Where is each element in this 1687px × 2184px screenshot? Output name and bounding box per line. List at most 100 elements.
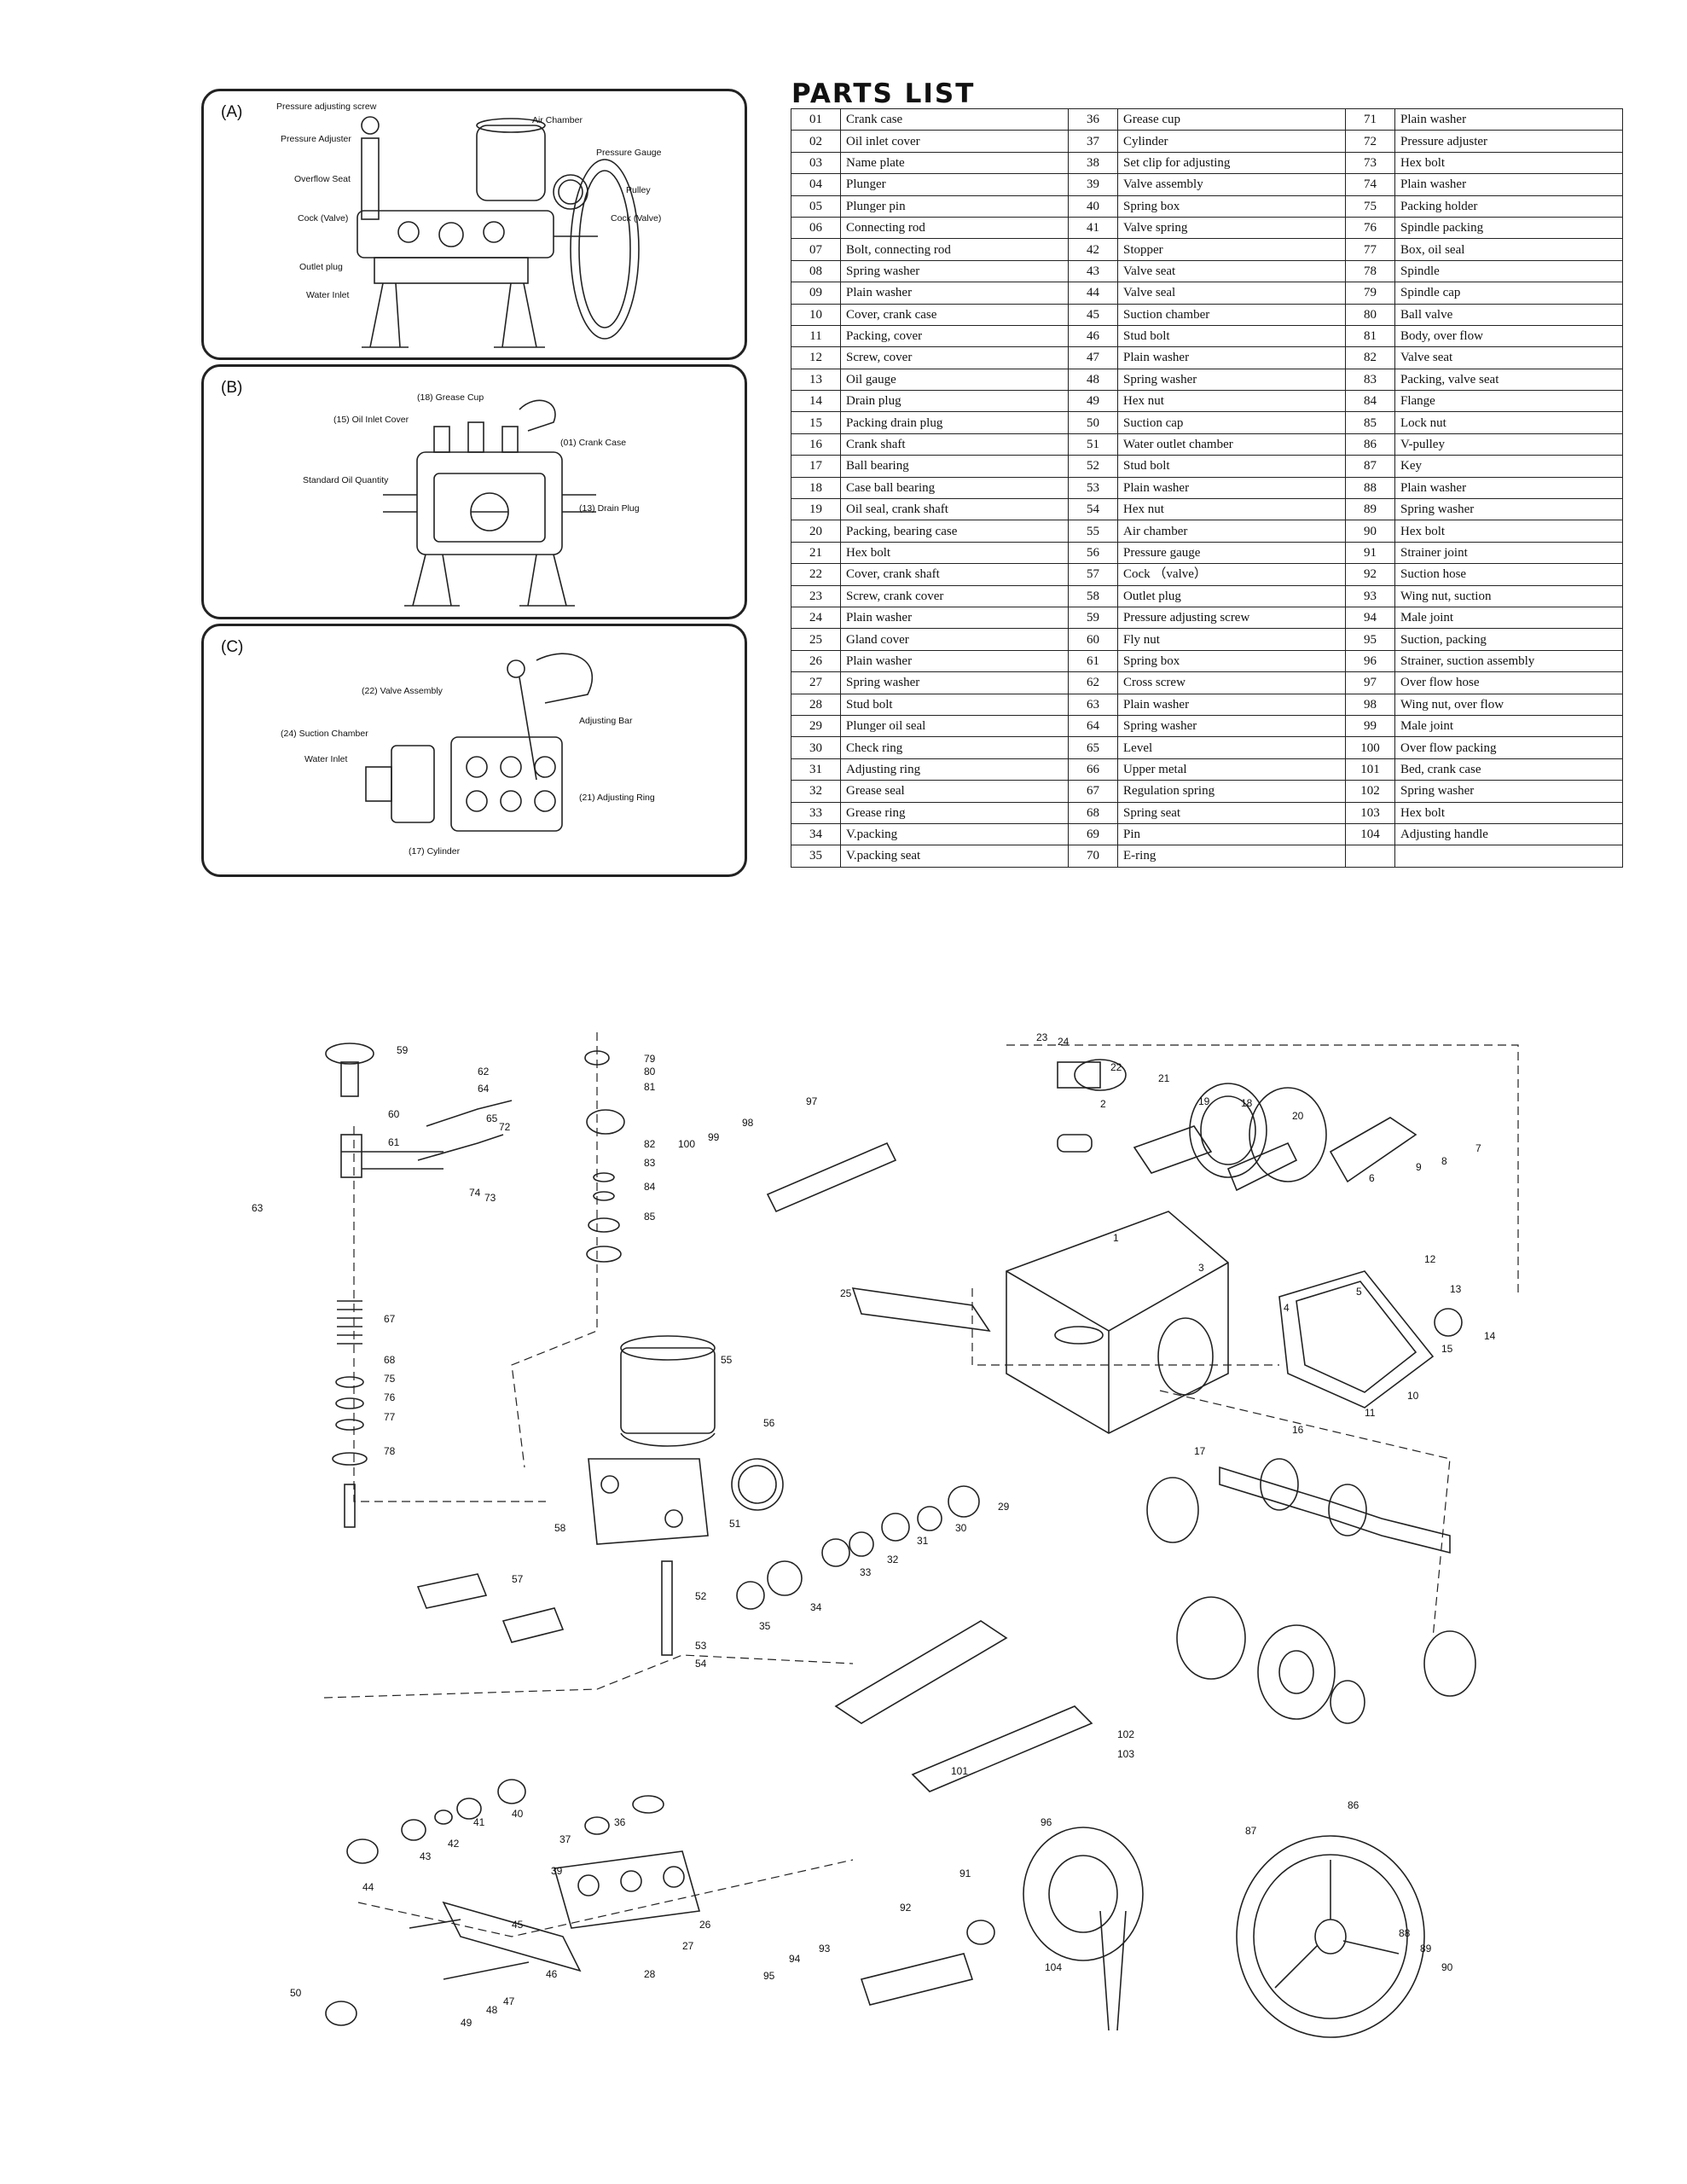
part-name-cell: Spring washer (840, 259, 1069, 283)
part-callout: 52 (695, 1590, 707, 1602)
part-name-cell: Plain washer (1394, 107, 1623, 131)
part-callout: 83 (644, 1157, 656, 1169)
part-callout: 51 (729, 1518, 741, 1530)
part-name-cell: Crank case (840, 107, 1069, 131)
part-number-cell: 66 (1068, 758, 1118, 781)
part-name-cell: Oil seal, crank shaft (840, 498, 1069, 521)
part-number-cell: 13 (791, 368, 841, 392)
part-name-cell: Hex nut (1117, 498, 1346, 521)
part-callout: 16 (1292, 1424, 1304, 1436)
part-number-cell: 69 (1068, 822, 1118, 846)
part-callout: 93 (819, 1943, 831, 1955)
part-number-cell: 22 (791, 563, 841, 586)
part-callout: 18 (1241, 1097, 1253, 1109)
part-name-cell: Spindle packing (1394, 216, 1623, 240)
part-number-cell: 18 (791, 476, 841, 500)
part-callout: 29 (998, 1501, 1010, 1513)
part-number-cell: 36 (1068, 107, 1118, 131)
part-callout: 45 (512, 1919, 524, 1931)
part-callout: 92 (900, 1902, 912, 1914)
part-name-cell: Spring box (1117, 195, 1346, 218)
part-name-cell: Cover, crank case (840, 303, 1069, 326)
label-crank-case: (01) Crank Case (560, 438, 627, 448)
part-callout: 46 (546, 1968, 558, 1980)
part-number-cell: 19 (791, 498, 841, 521)
part-callout: 17 (1194, 1445, 1206, 1457)
part-name-cell: Grease ring (840, 801, 1069, 824)
part-name-cell: Gland cover (840, 628, 1069, 651)
part-number-cell: 99 (1345, 714, 1395, 738)
part-number-cell: 57 (1068, 563, 1118, 586)
part-name-cell: V.packing seat (840, 845, 1069, 868)
part-callout: 22 (1110, 1061, 1122, 1073)
part-number-cell: 38 (1068, 151, 1118, 175)
part-number-cell: 101 (1345, 758, 1395, 781)
part-name-cell: Bolt, connecting rod (840, 238, 1069, 261)
part-number-cell: 27 (791, 671, 841, 694)
part-callout: 36 (614, 1816, 626, 1828)
label-suction-chamber: (24) Suction Chamber (281, 729, 368, 739)
part-name-cell: Outlet plug (1117, 584, 1346, 607)
part-number-cell: 43 (1068, 259, 1118, 283)
part-callout: 11 (1365, 1407, 1376, 1419)
part-number-cell: 54 (1068, 498, 1118, 521)
part-number-cell: 20 (791, 520, 841, 543)
part-name-cell: Case ball bearing (840, 476, 1069, 500)
part-name-cell: Strainer, suction assembly (1394, 649, 1623, 673)
part-number-cell: 16 (791, 433, 841, 456)
part-callout: 6 (1369, 1172, 1375, 1184)
part-name-cell: Wing nut, over flow (1394, 693, 1623, 716)
part-number-cell: 94 (1345, 606, 1395, 630)
part-callout: 56 (763, 1417, 775, 1429)
part-number-cell: 48 (1068, 368, 1118, 392)
part-number-cell: 102 (1345, 780, 1395, 803)
part-callout: 53 (695, 1640, 707, 1652)
part-number-cell: 24 (791, 606, 841, 630)
part-callout: 76 (384, 1391, 396, 1403)
part-number-cell: 21 (791, 541, 841, 565)
label-cock-left: Cock (Valve) (298, 213, 349, 224)
part-name-cell: Cylinder (1117, 130, 1346, 153)
part-callout: 72 (499, 1121, 511, 1133)
part-number-cell: 42 (1068, 238, 1118, 261)
part-callout: 34 (810, 1601, 822, 1613)
part-name-cell: Cross screw (1117, 671, 1346, 694)
part-number-cell: 41 (1068, 216, 1118, 240)
part-number-cell: 97 (1345, 671, 1395, 694)
part-name-cell: Spindle (1394, 259, 1623, 283)
part-name-cell: Strainer joint (1394, 541, 1623, 565)
part-number-cell: 71 (1345, 107, 1395, 131)
part-name-cell: Male joint (1394, 714, 1623, 738)
part-number-cell: 01 (791, 107, 841, 131)
part-callout: 77 (384, 1411, 396, 1423)
part-name-cell: V.packing (840, 822, 1069, 846)
part-callout: 54 (695, 1658, 707, 1670)
part-callout: 35 (759, 1620, 771, 1632)
part-number-cell: 67 (1068, 780, 1118, 803)
part-callout: 65 (486, 1112, 498, 1124)
part-number-cell: 88 (1345, 476, 1395, 500)
part-name-cell: Spindle cap (1394, 282, 1623, 305)
part-number-cell: 90 (1345, 520, 1395, 543)
part-name-cell: Lock nut (1394, 411, 1623, 434)
part-callout: 99 (708, 1131, 720, 1143)
part-callout: 8 (1441, 1155, 1447, 1167)
part-name-cell: Plain washer (1394, 476, 1623, 500)
part-number-cell: 96 (1345, 649, 1395, 673)
part-callout: 95 (763, 1970, 775, 1982)
part-name-cell: Plain washer (1117, 346, 1346, 369)
part-callout: 59 (397, 1044, 409, 1056)
part-callout: 7 (1475, 1142, 1481, 1154)
part-callout: 21 (1158, 1072, 1170, 1084)
part-callout: 44 (362, 1881, 374, 1893)
part-name-cell: Plain washer (1117, 693, 1346, 716)
part-name-cell: Plain washer (1394, 173, 1623, 196)
part-callout: 62 (478, 1066, 490, 1077)
